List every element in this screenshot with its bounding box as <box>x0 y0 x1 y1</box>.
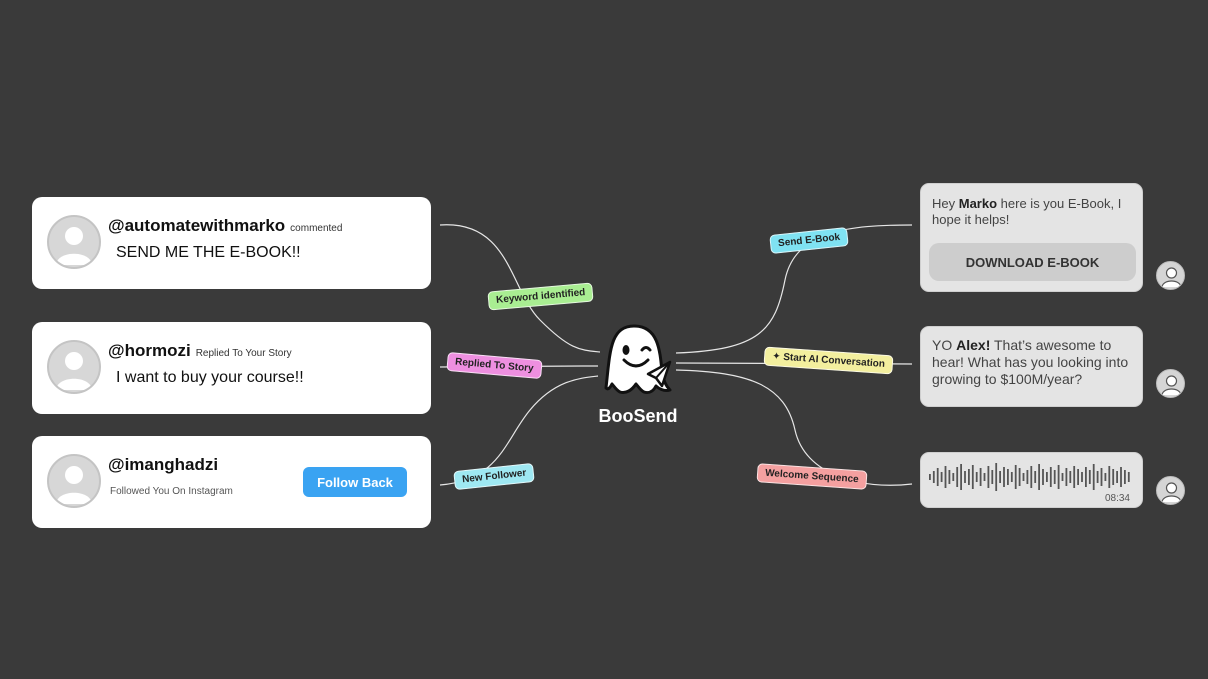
ebook-message-bubble: Hey Marko here is you E-Book, I hope it … <box>920 183 1143 292</box>
user-avatar-icon <box>56 466 92 504</box>
avatar <box>47 340 101 394</box>
waveform-bar <box>1112 469 1115 485</box>
user-avatar-icon <box>56 352 92 390</box>
bot-avatar <box>1156 476 1185 505</box>
waveform-bar <box>944 466 947 488</box>
waveform-bar <box>1092 464 1095 490</box>
bot-avatar <box>1156 261 1185 290</box>
connector-keyword <box>439 224 601 353</box>
waveform-bar <box>936 468 939 486</box>
bot-avatar <box>1156 369 1185 398</box>
download-ebook-button[interactable]: DOWNLOAD E-BOOK <box>929 243 1136 281</box>
waveform-bar <box>952 473 955 481</box>
waveform-bar <box>1065 468 1068 486</box>
waveform-bar <box>1007 469 1009 485</box>
follow-back-button[interactable]: Follow Back <box>303 467 407 497</box>
waveform-bar <box>1022 473 1025 481</box>
waveform-bar <box>971 465 974 489</box>
user-avatar-icon <box>56 227 92 265</box>
recipient-name: Marko <box>958 196 998 211</box>
user-avatar-icon <box>1161 267 1182 288</box>
ai-message-text: YO Alex! That’s awesome to hear! What ha… <box>932 337 1129 387</box>
waveform-bar <box>964 471 966 483</box>
follower-card[interactable]: @imanghadzi Followed You On Instagram Fo… <box>32 436 431 528</box>
waveform-bar <box>932 471 935 483</box>
waveform-bar <box>1081 472 1083 482</box>
ghost-logo-icon <box>604 324 672 394</box>
waveform-bar <box>1104 473 1107 481</box>
waveform-bar <box>991 470 994 484</box>
audio-waveform-icon[interactable] <box>929 462 1134 492</box>
voice-duration: 08:34 <box>1104 493 1130 504</box>
waveform-bar <box>1100 468 1103 486</box>
waveform-bar <box>1108 466 1111 488</box>
brand-name: BooSend <box>598 406 678 426</box>
avatar <box>47 215 101 269</box>
waveform-bar <box>929 474 931 480</box>
waveform-bar <box>1038 464 1040 490</box>
waveform-bar <box>956 467 959 487</box>
waveform-bar <box>1053 470 1056 484</box>
ebook-message-text: Hey Marko here is you E-Book, I hope it … <box>932 196 1122 227</box>
waveform-bar <box>1014 465 1017 489</box>
waveform-bar <box>983 473 986 481</box>
waveform-bar <box>1026 470 1029 484</box>
waveform-bar <box>1030 466 1033 488</box>
waveform-bar <box>1120 467 1122 487</box>
connector-ebook <box>675 224 913 354</box>
waveform-bar <box>987 466 990 488</box>
waveform-bar <box>999 471 1001 483</box>
waveform-bar <box>1061 473 1064 481</box>
waveform-bar <box>1046 472 1048 482</box>
waveform-bar <box>995 463 998 491</box>
waveform-bar <box>1049 467 1052 487</box>
waveform-bar <box>1077 469 1079 485</box>
follow-subtext: Followed You On Instagram <box>110 486 233 497</box>
reply-text: I want to buy your course!! <box>116 369 304 386</box>
waveform-bar <box>1034 471 1037 483</box>
waveform-bar <box>940 472 943 482</box>
waveform-bar <box>1088 470 1091 484</box>
waveform-bar <box>1116 471 1118 483</box>
waveform-bar <box>1069 471 1072 483</box>
waveform-bar <box>1073 466 1076 488</box>
ai-message-bubble: YO Alex! That’s awesome to hear! What ha… <box>920 326 1143 407</box>
waveform-bar <box>979 468 982 486</box>
waveform-bar <box>1018 468 1021 486</box>
waveform-bar <box>1042 469 1044 485</box>
waveform-bar <box>1010 472 1013 482</box>
voice-message-bubble[interactable]: 08:34 <box>920 452 1143 508</box>
activity-label: commented <box>290 223 343 234</box>
waveform-bar <box>975 472 978 482</box>
waveform-bar <box>1127 472 1130 482</box>
waveform-bar <box>1057 465 1060 489</box>
waveform-bar <box>948 470 951 484</box>
waveform-bar <box>960 464 962 490</box>
user-avatar-icon <box>1161 482 1182 503</box>
waveform-bar <box>1124 470 1126 484</box>
waveform-bar <box>1096 471 1099 483</box>
waveform-bar <box>1003 467 1005 487</box>
waveform-bar <box>968 469 970 485</box>
username: @imanghadzi <box>108 455 219 474</box>
waveform-bar <box>1085 467 1087 487</box>
activity-label: Replied To Your Story <box>195 348 292 359</box>
user-avatar-icon <box>1161 375 1182 396</box>
comment-text: SEND ME THE E-BOOK!! <box>116 244 301 261</box>
recipient-name: Alex! <box>956 337 991 353</box>
avatar <box>47 454 101 508</box>
